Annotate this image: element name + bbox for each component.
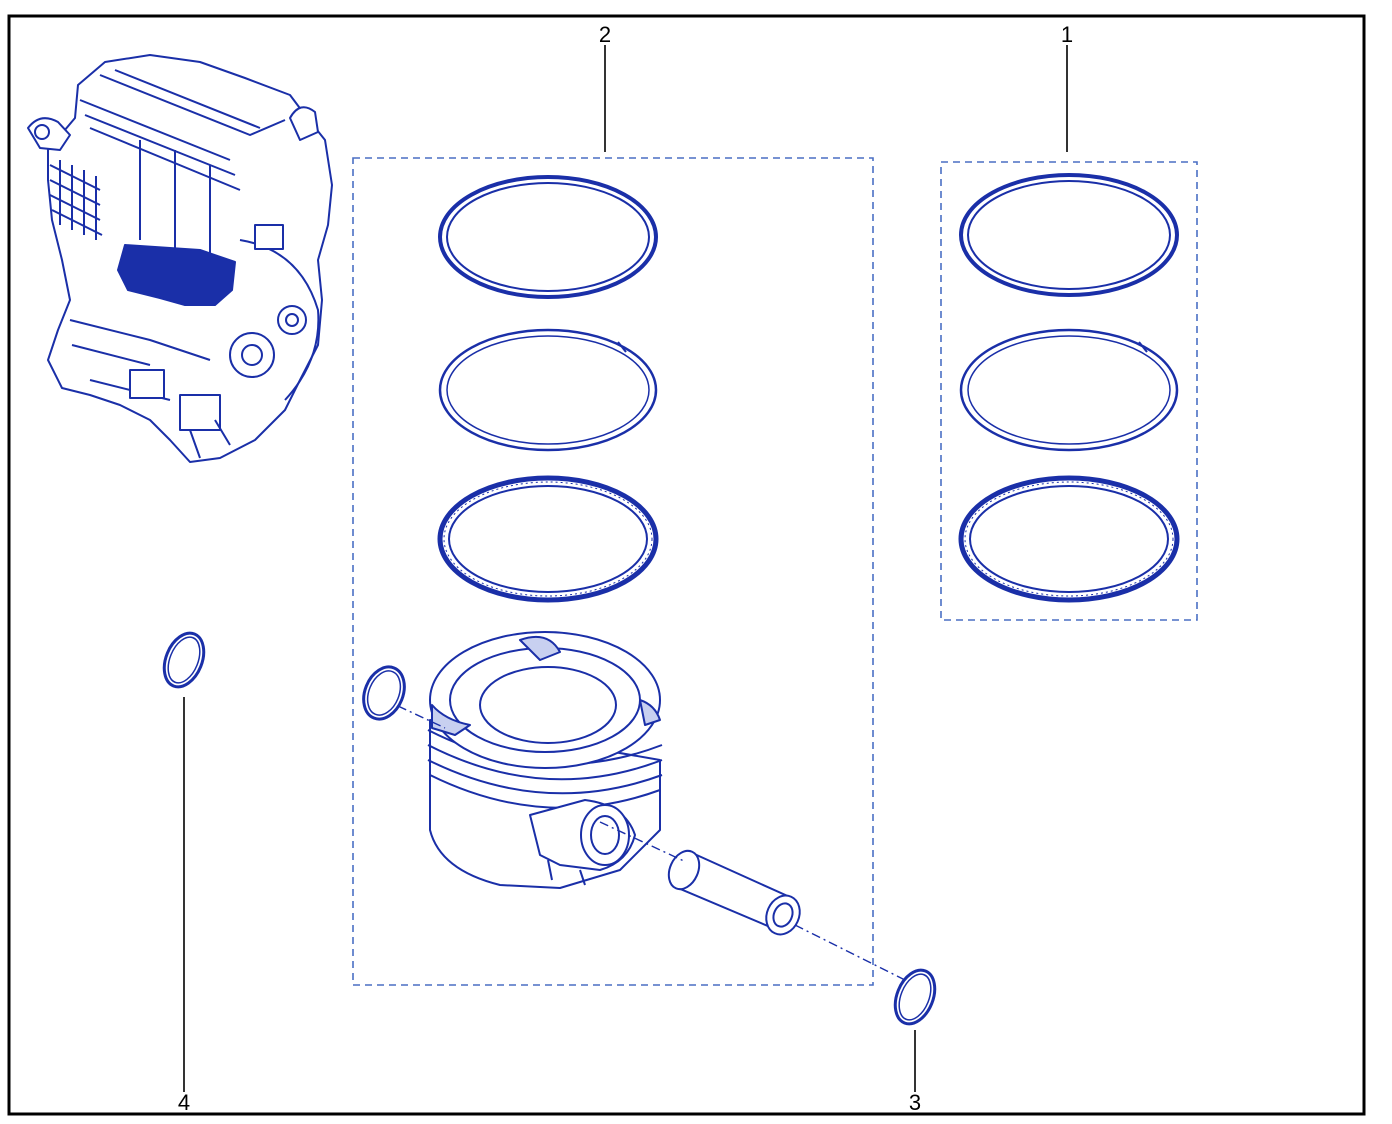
engine-coil-block	[117, 244, 236, 306]
piston-ring-second-2	[438, 328, 658, 452]
piston-ring-top-1	[959, 173, 1179, 297]
callout-2: 2	[599, 22, 611, 47]
circlip-part-4	[162, 631, 206, 689]
engine-illustration	[27, 54, 333, 463]
circlip-box-2	[362, 665, 406, 721]
piston	[427, 631, 663, 889]
piston-ring-oil-1	[958, 475, 1180, 603]
piston-pin	[667, 849, 801, 936]
circlip-part-3	[893, 968, 937, 1026]
assembly-axis-lines	[397, 705, 906, 981]
piston-ring-second-1	[959, 328, 1179, 452]
callout-1: 1	[1061, 22, 1073, 47]
kit-box-2	[352, 157, 874, 986]
piston-ring-top-2	[438, 175, 658, 299]
kit-box-1	[940, 161, 1198, 621]
callout-3: 3	[909, 1090, 921, 1115]
piston-ring-oil-2	[437, 475, 659, 603]
callout-4: 4	[178, 1090, 190, 1115]
